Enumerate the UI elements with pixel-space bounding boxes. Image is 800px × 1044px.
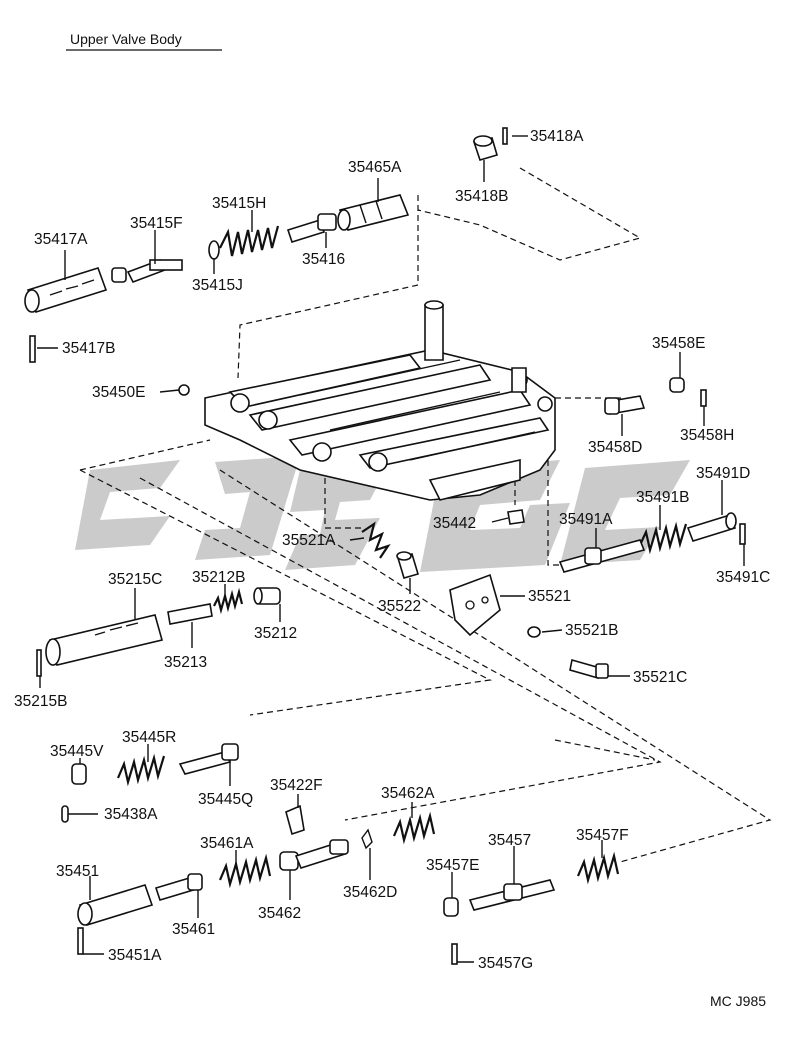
part-35461-valve xyxy=(154,873,203,901)
label-35415F: 35415F xyxy=(130,215,183,232)
part-35212B-spring xyxy=(213,587,244,615)
part-35417A-sleeve xyxy=(24,267,108,313)
part-35461A-spring xyxy=(218,853,272,889)
label-35450E: 35450E xyxy=(92,384,145,401)
part-35212-plug xyxy=(253,587,281,605)
assembly-guide-lines xyxy=(79,167,772,863)
label-35213: 35213 xyxy=(164,654,207,671)
part-35422F-clip xyxy=(285,804,305,836)
part-35415H-spring xyxy=(219,225,280,257)
part-35416-valve xyxy=(286,213,337,243)
part-35462A-spring xyxy=(392,811,436,845)
part-35521C-bolt xyxy=(569,658,609,680)
label-35461A: 35461A xyxy=(200,835,254,852)
part-35521B-washer xyxy=(527,626,541,638)
part-35215C-sleeve xyxy=(45,614,163,666)
label-35422F: 35422F xyxy=(270,777,323,794)
label-35417B: 35417B xyxy=(62,340,115,357)
label-35457F: 35457F xyxy=(576,827,629,844)
label-35491B: 35491B xyxy=(636,489,689,506)
label-35521B: 35521B xyxy=(565,622,618,639)
part-35458D-valve xyxy=(604,395,646,415)
part-35451A-pin xyxy=(77,927,84,955)
label-35458E: 35458E xyxy=(652,335,705,352)
label-35457E: 35457E xyxy=(426,857,479,874)
part-35462-valve xyxy=(279,839,349,871)
label-35438A: 35438A xyxy=(104,806,158,823)
diagram-code: MC J985 xyxy=(710,993,766,1009)
part-35215B-pin xyxy=(36,649,42,677)
label-35418B: 35418B xyxy=(455,188,508,205)
part-35491B-spring xyxy=(639,521,688,555)
label-35462: 35462 xyxy=(258,905,301,922)
label-35491C: 35491C xyxy=(716,569,770,586)
label-35457: 35457 xyxy=(488,832,531,849)
label-35415H: 35415H xyxy=(212,195,266,212)
label-35442: 35442 xyxy=(433,515,476,532)
label-35445V: 35445V xyxy=(50,743,104,760)
label-35451: 35451 xyxy=(56,863,99,880)
part-35213-valve xyxy=(167,603,213,625)
label-35521C: 35521C xyxy=(633,669,687,686)
part-35450E-ball xyxy=(178,384,190,396)
part-35415J-washer xyxy=(208,240,220,260)
diagram-title: Upper Valve Body xyxy=(70,31,182,47)
part-35451-sleeve xyxy=(77,884,154,926)
part-35415F-valve xyxy=(111,258,183,284)
part-35418B-plug xyxy=(472,135,498,161)
part-35417B-pin xyxy=(29,335,36,363)
part-35418A-pin xyxy=(502,127,508,145)
part-35458E-plug xyxy=(669,377,685,393)
upper-valve-body-housing xyxy=(204,300,556,501)
label-35212B: 35212B xyxy=(192,569,245,586)
part-35462D-clip xyxy=(361,828,373,850)
part-35457E-plug xyxy=(443,897,459,917)
part-35445R-spring xyxy=(116,753,166,787)
part-35491D-sleeve xyxy=(686,512,737,542)
label-35521A: 35521A xyxy=(282,532,336,549)
label-35215B: 35215B xyxy=(14,693,67,710)
label-35462A: 35462A xyxy=(381,785,435,802)
label-35212: 35212 xyxy=(254,625,297,642)
part-35442-check-ball xyxy=(507,509,525,525)
part-35445V-plug xyxy=(71,763,87,785)
label-35215C: 35215C xyxy=(108,571,162,588)
part-35445Q-valve xyxy=(178,743,239,775)
label-35458H: 35458H xyxy=(680,427,734,444)
label-35416: 35416 xyxy=(302,251,345,268)
leader-lines xyxy=(37,135,745,963)
label-35445R: 35445R xyxy=(122,729,176,746)
label-35461: 35461 xyxy=(172,921,215,938)
label-35417A: 35417A xyxy=(34,231,88,248)
part-35521-plate xyxy=(449,573,501,637)
label-35462D: 35462D xyxy=(343,884,397,901)
part-35457G-pin xyxy=(451,943,458,965)
part-35457-valve xyxy=(468,879,556,911)
part-35522-plug xyxy=(396,551,419,579)
part-35465A-sleeve xyxy=(337,194,410,231)
label-35458D: 35458D xyxy=(588,439,642,456)
part-35491C-pin xyxy=(739,523,746,545)
label-35522: 35522 xyxy=(378,598,421,615)
part-35491A-valve xyxy=(558,539,646,573)
label-35457G: 35457G xyxy=(478,955,533,972)
label-35451A: 35451A xyxy=(108,947,162,964)
part-35458H-pin xyxy=(700,389,707,407)
label-35491A: 35491A xyxy=(559,511,613,528)
label-35521: 35521 xyxy=(528,588,571,605)
label-35445Q: 35445Q xyxy=(198,791,253,808)
part-35457F-spring xyxy=(576,851,620,885)
label-35418A: 35418A xyxy=(530,128,584,145)
label-35465A: 35465A xyxy=(348,159,402,176)
part-35438A-pin xyxy=(61,805,69,823)
label-35491D: 35491D xyxy=(696,465,750,482)
label-35415J: 35415J xyxy=(192,277,243,294)
part-35521A-spring xyxy=(361,521,391,559)
